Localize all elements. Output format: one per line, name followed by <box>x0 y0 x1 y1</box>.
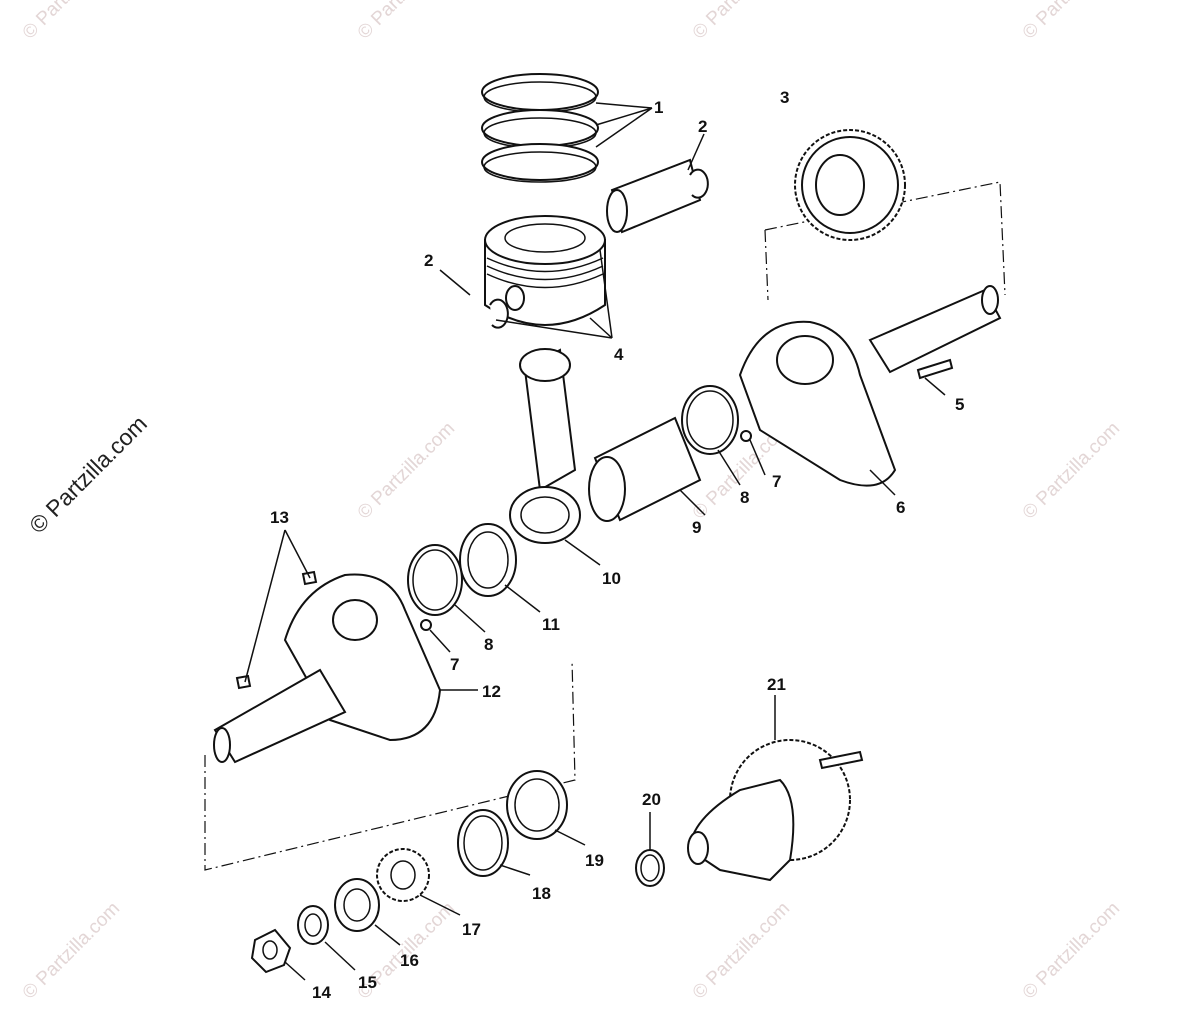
pto-alignment-line <box>204 659 576 871</box>
callout-8: 8 <box>740 488 749 507</box>
watermark: © Partzilla.com <box>1019 898 1124 1003</box>
callout-21: 21 <box>767 675 786 694</box>
watermark: © Partzilla.com <box>1019 0 1124 44</box>
callout-5: 5 <box>955 395 964 414</box>
callout-20: 20 <box>642 790 661 809</box>
callout-7: 7 <box>772 472 781 491</box>
callout-14: 14 <box>312 983 331 1002</box>
callout-10: 10 <box>602 569 621 588</box>
callout-11: 11 <box>542 615 560 634</box>
callout-4: 4 <box>614 345 624 364</box>
callout-17: 17 <box>462 920 481 939</box>
callout-9: 9 <box>692 518 701 537</box>
callout-7: 7 <box>450 655 459 674</box>
callout-15: 15 <box>358 973 377 992</box>
drive-gear <box>794 129 906 241</box>
piston-rings <box>481 73 599 183</box>
callout-3: 3 <box>780 88 789 107</box>
callout-6: 6 <box>896 498 905 517</box>
crank-pin-group <box>407 348 752 631</box>
callout-19: 19 <box>585 851 604 870</box>
watermark: © Partzilla.com <box>354 418 459 523</box>
callout-12: 12 <box>482 682 501 701</box>
callout-1: 1 <box>654 98 663 117</box>
watermark: © Partzilla.com <box>689 0 794 44</box>
callout-8: 8 <box>484 635 493 654</box>
watermark: © Partzilla.com <box>689 898 794 1003</box>
pto-components <box>250 770 568 974</box>
piston-assembly <box>484 158 702 326</box>
callout-2: 2 <box>698 117 707 136</box>
watermark: © Partzilla.com <box>19 0 124 44</box>
balance-shaft-group <box>635 739 864 887</box>
callout-16: 16 <box>400 951 419 970</box>
callout-13: 13 <box>270 508 289 527</box>
watermark: © Partzilla.com <box>19 898 124 1003</box>
crankshaft-right <box>738 285 1002 487</box>
gear-alignment-line <box>764 181 1006 301</box>
callout-2: 2 <box>424 251 433 270</box>
crankshaft-left <box>213 570 442 764</box>
callout-18: 18 <box>532 884 551 903</box>
watermark: © Partzilla.com <box>354 0 459 44</box>
watermark: © Partzilla.com <box>1019 418 1124 523</box>
leader-lines <box>244 102 946 981</box>
callout-labels: 1 2 2 3 4 5 6 7 7 8 8 9 10 11 12 13 14 1… <box>270 88 964 1002</box>
